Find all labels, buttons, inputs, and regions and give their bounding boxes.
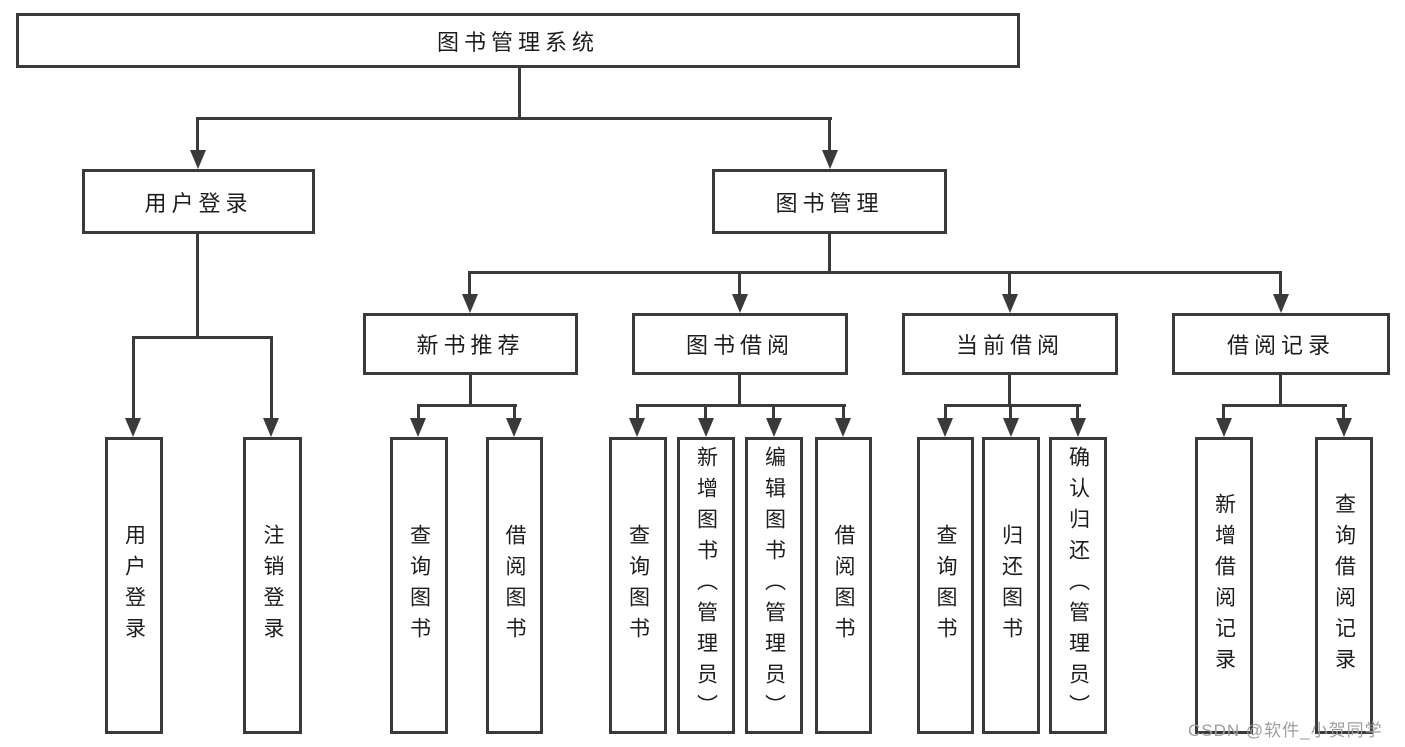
node-logout-action: 注销登录 [243,437,302,734]
node-new-book-recommend: 新书推荐 [363,313,578,375]
node-label: 用户登录 [122,523,146,648]
node-query-books-current: 查询图书 [917,437,974,734]
node-label: 新增图书（管理员） [694,446,718,725]
connector-line [772,404,775,420]
connector-line [1279,271,1282,295]
arrow-down-icon [190,150,206,169]
node-add-books-admin: 新增图书（管理员） [677,437,735,734]
node-query-books-borrow: 查询图书 [609,437,667,734]
connector-line [944,404,947,420]
node-label: 当前借阅 [955,333,1064,358]
arrow-down-icon [410,418,426,437]
csdn-watermark: CSDN @软件_小贺同学 [1188,721,1383,740]
connector-line [704,404,707,420]
node-label: 用户登录 [144,190,253,216]
arrow-down-icon [263,418,279,437]
node-label: 图书借阅 [685,333,794,358]
node-borrow-books-action: 借阅图书 [815,437,872,734]
node-label: 确认归还（管理员） [1066,446,1090,725]
connector-line [1342,404,1345,420]
arrow-down-icon [1273,294,1289,313]
arrow-down-icon [732,294,748,313]
arrow-down-icon [1002,294,1018,313]
node-user-login-action: 用户登录 [105,437,163,734]
node-label: 查询图书 [407,523,431,648]
connector-line [513,404,516,420]
connector-line [1009,404,1012,420]
node-user-login: 用户登录 [82,169,315,234]
connector-line [842,404,845,420]
connector-line [197,117,832,120]
node-confirm-return-admin: 确认归还（管理员） [1049,437,1107,734]
arrow-down-icon [822,150,838,169]
node-label: 查询图书 [934,523,957,648]
connector-line [1008,375,1011,407]
connector-line [270,336,273,420]
arrow-down-icon [937,418,953,437]
connector-line [196,117,199,152]
arrow-down-icon [506,418,522,437]
node-current-borrowing: 当前借阅 [902,313,1118,375]
connector-line [196,234,199,337]
connector-line [1222,404,1347,407]
node-label: 编辑图书（管理员） [762,446,786,725]
node-label: 借阅图书 [832,523,855,648]
arrow-down-icon [698,418,714,437]
arrow-down-icon [462,294,478,313]
connector-line [132,336,273,339]
arrow-down-icon [1070,418,1086,437]
node-borrowing-records: 借阅记录 [1172,313,1390,375]
connector-line [636,404,846,407]
arrow-down-icon [629,418,645,437]
node-label: 注销登录 [261,523,284,648]
connector-line [1279,375,1282,407]
node-label: 借阅图书 [503,523,526,648]
node-label: 新增借阅记录 [1212,492,1236,679]
node-label: 查询图书 [626,523,650,648]
node-label: 借阅记录 [1226,333,1335,358]
node-add-borrow-record: 新增借阅记录 [1195,437,1253,734]
node-book-borrowing: 图书借阅 [632,313,848,375]
connector-line [828,234,831,274]
connector-line [738,271,741,295]
arrow-down-icon [766,418,782,437]
arrow-down-icon [125,418,141,437]
node-library-system: 图书管理系统 [16,13,1020,68]
node-borrow-books-recommend: 借阅图书 [486,437,543,734]
connector-line [468,271,1282,274]
connector-line [828,117,831,152]
connector-line [738,375,741,407]
node-query-books-recommend: 查询图书 [390,437,448,734]
node-book-management: 图书管理 [712,169,947,234]
connector-line [468,271,471,295]
arrow-down-icon [1216,418,1232,437]
node-query-borrow-record: 查询借阅记录 [1315,437,1373,734]
node-label: 图书管理 [775,190,884,216]
node-label: 查询借阅记录 [1332,492,1356,679]
connector-line [417,404,420,420]
node-label: 图书管理系统 [436,29,599,55]
connector-line [1076,404,1079,420]
connector-line [132,336,135,420]
connector-line [469,375,472,407]
node-label: 新书推荐 [416,333,525,358]
node-label: 归还图书 [999,523,1023,648]
node-return-books: 归还图书 [982,437,1040,734]
arrow-down-icon [1003,418,1019,437]
arrow-down-icon [835,418,851,437]
connector-line [944,404,1081,407]
connector-line [1222,404,1225,420]
connector-line [1008,271,1011,295]
node-edit-books-admin: 编辑图书（管理员） [745,437,803,734]
connector-line [417,404,517,407]
connector-line [518,68,521,118]
arrow-down-icon [1336,418,1352,437]
connector-line [636,404,639,420]
